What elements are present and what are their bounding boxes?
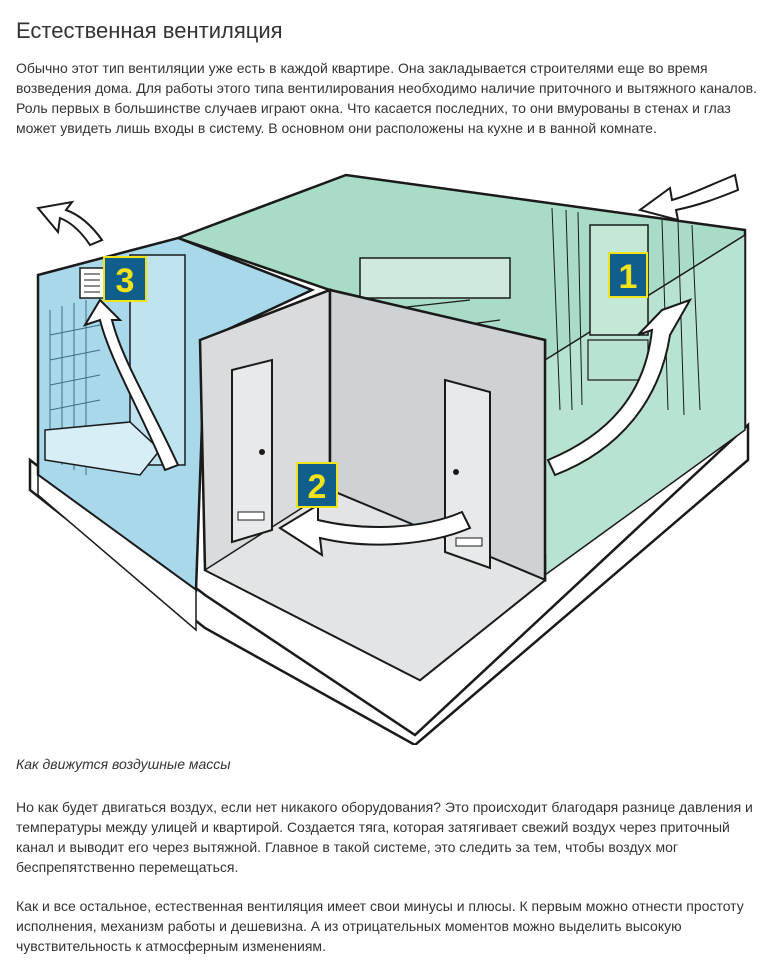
badge-inflow: 1: [608, 252, 648, 298]
door-left: [231, 358, 273, 544]
badge-exhaust-label: 3: [116, 262, 135, 300]
exhaust-grille: [79, 267, 105, 299]
radiator: [587, 339, 649, 381]
pros-cons-paragraph: Как и все остальное, естественная вентил…: [16, 898, 744, 954]
room-to-hall-arrow: [546, 298, 693, 477]
airflow-paragraph: Но как будет двигаться воздух, если нет …: [16, 799, 753, 875]
door-left-vent: [237, 511, 265, 521]
door-left-handle: [259, 449, 265, 455]
page-title: Естественная вентиляция: [16, 18, 283, 43]
bathroom-up-arrow: [82, 298, 180, 472]
door-right-handle: [453, 469, 459, 475]
inflow-arrow: [637, 173, 740, 222]
bathroom-floor: [37, 473, 197, 632]
ventilation-illustration: 1 2 3: [28, 173, 750, 745]
hallway-floor: [203, 489, 547, 681]
exhaust-out-arrow: [36, 200, 104, 247]
airflow-arrows: [36, 173, 740, 557]
figure-caption: Как движутся воздушные массы: [16, 756, 231, 772]
curtain-left: [551, 207, 583, 411]
door-right-vent: [455, 537, 483, 547]
grille-slats: [84, 273, 100, 293]
hallway-area: [198, 288, 547, 682]
badge-exhaust: 3: [103, 256, 147, 302]
hallway-arrow: [278, 503, 472, 557]
bathtub: [44, 421, 162, 476]
badge-inflow-label: 1: [619, 258, 638, 296]
badge-hallway: 2: [296, 462, 338, 508]
intro-paragraph: Обычно этот тип вентиляции уже есть в ка…: [16, 60, 757, 136]
badge-hallway-label: 2: [308, 468, 327, 506]
bed-headboard: [359, 257, 511, 299]
